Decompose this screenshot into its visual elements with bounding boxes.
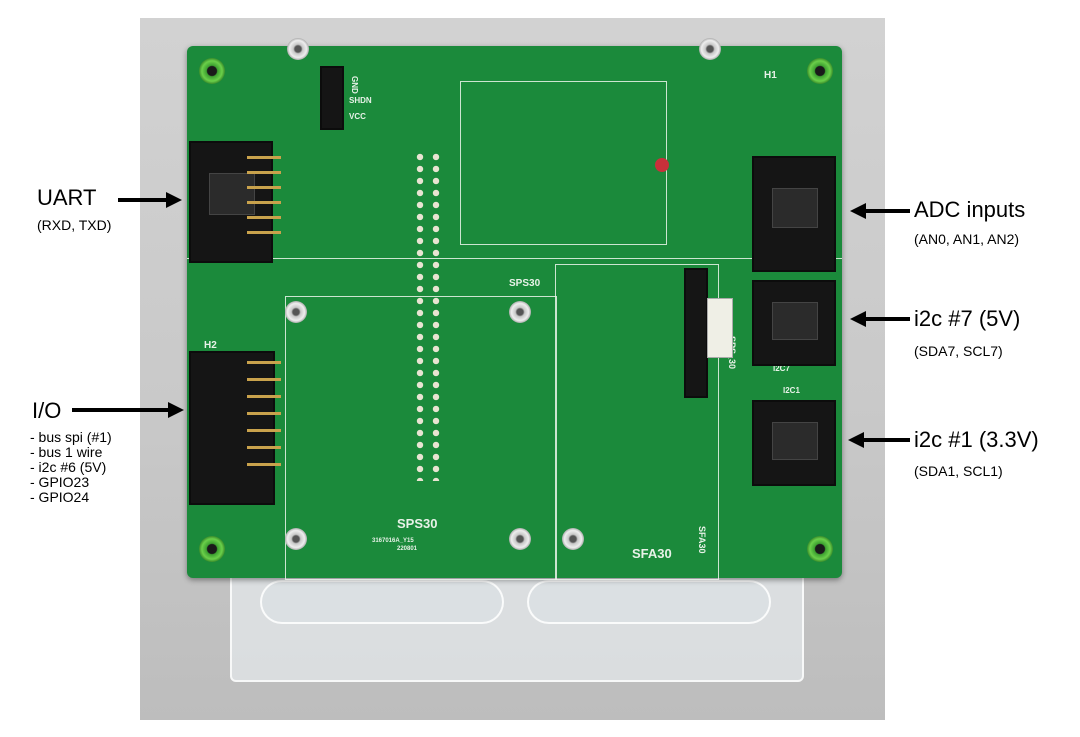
- silk-sfa30: SFA30: [632, 546, 672, 561]
- screw-sps30-1: [285, 301, 307, 323]
- silk-gnd: GND: [350, 76, 359, 94]
- io-connector: [189, 351, 275, 505]
- screw-top-1: [287, 38, 309, 60]
- stand-cutout-right: [527, 580, 771, 624]
- acrylic-stand: [230, 558, 804, 682]
- pcb-photo: SPS30 SPS30 3167016A_Y15 220801 SFA30 SF…: [140, 18, 885, 720]
- uart-title: UART: [37, 185, 97, 210]
- io-item: - GPIO23: [30, 474, 90, 490]
- adc-title: ADC inputs: [914, 197, 1026, 222]
- screw-sps30-3: [285, 528, 307, 550]
- silk-date: 220801: [397, 546, 418, 552]
- divider-line: [187, 258, 842, 259]
- io-title: I/O: [32, 398, 62, 423]
- io-item: - bus spi (#1): [30, 429, 112, 445]
- adc-connector: [752, 156, 836, 272]
- screw-top-2: [699, 38, 721, 60]
- i2c1-arrow: [848, 432, 910, 448]
- i2c1-connector: [752, 400, 836, 486]
- silk-i2c7: I2C7: [773, 364, 790, 373]
- i2c1-subtitle: (SDA1, SCL1): [914, 463, 1003, 479]
- screw-sfa30: [562, 528, 584, 550]
- silk-h2: H2: [204, 340, 217, 351]
- silk-sps30-bottom: SPS30: [397, 516, 438, 531]
- pcb-board: SPS30 SPS30 3167016A_Y15 220801 SFA30 SF…: [187, 38, 842, 580]
- sfa30-outline: [555, 264, 719, 580]
- silk-i2c1: I2C1: [783, 386, 800, 395]
- io-item: - GPIO24: [30, 489, 90, 505]
- gpio-pad-column-left: [414, 151, 426, 481]
- i2c7-title: i2c #7 (5V): [914, 306, 1021, 331]
- i2c1-title: i2c #1 (3.3V): [914, 427, 1039, 452]
- sfa30-sensor-outline: [460, 81, 667, 245]
- uart-subtitle: (RXD, TXD): [37, 217, 112, 233]
- sps30-header: [684, 268, 708, 398]
- io-item: - i2c #6 (5V): [30, 459, 107, 475]
- sfa30-header: [320, 66, 344, 130]
- gnd-testpoint: [655, 158, 669, 172]
- uart-arrow: [118, 192, 182, 208]
- silk-partno: 3167016A_Y15: [372, 538, 414, 544]
- silk-h1: H1: [764, 70, 777, 81]
- silk-shdn: SHDN: [349, 96, 372, 105]
- io-arrow: [72, 402, 184, 418]
- io-feature-list: - bus spi (#1) - bus 1 wire - i2c #6 (5V…: [30, 430, 112, 505]
- white-jst-connector: [707, 298, 733, 358]
- i2c7-subtitle: (SDA7, SCL7): [914, 343, 1003, 359]
- screw-sps30-4: [509, 528, 531, 550]
- screw-sps30-2: [509, 301, 531, 323]
- standoff-top-right: [807, 58, 833, 84]
- silk-sps30-top: SPS30: [509, 278, 541, 289]
- standoff-top-left: [199, 58, 225, 84]
- standoff-bottom-right: [807, 536, 833, 562]
- adc-arrow: [850, 203, 910, 219]
- i2c7-connector: [752, 280, 836, 366]
- silk-sfa30-side: SFA30: [697, 526, 707, 554]
- gpio-pad-column-right: [430, 151, 442, 481]
- silk-vcc: VCC: [349, 112, 366, 121]
- standoff-bottom-left: [199, 536, 225, 562]
- i2c7-arrow: [850, 311, 910, 327]
- io-item: - bus 1 wire: [30, 444, 103, 460]
- stand-cutout-left: [260, 580, 504, 624]
- adc-subtitle: (AN0, AN1, AN2): [914, 231, 1020, 247]
